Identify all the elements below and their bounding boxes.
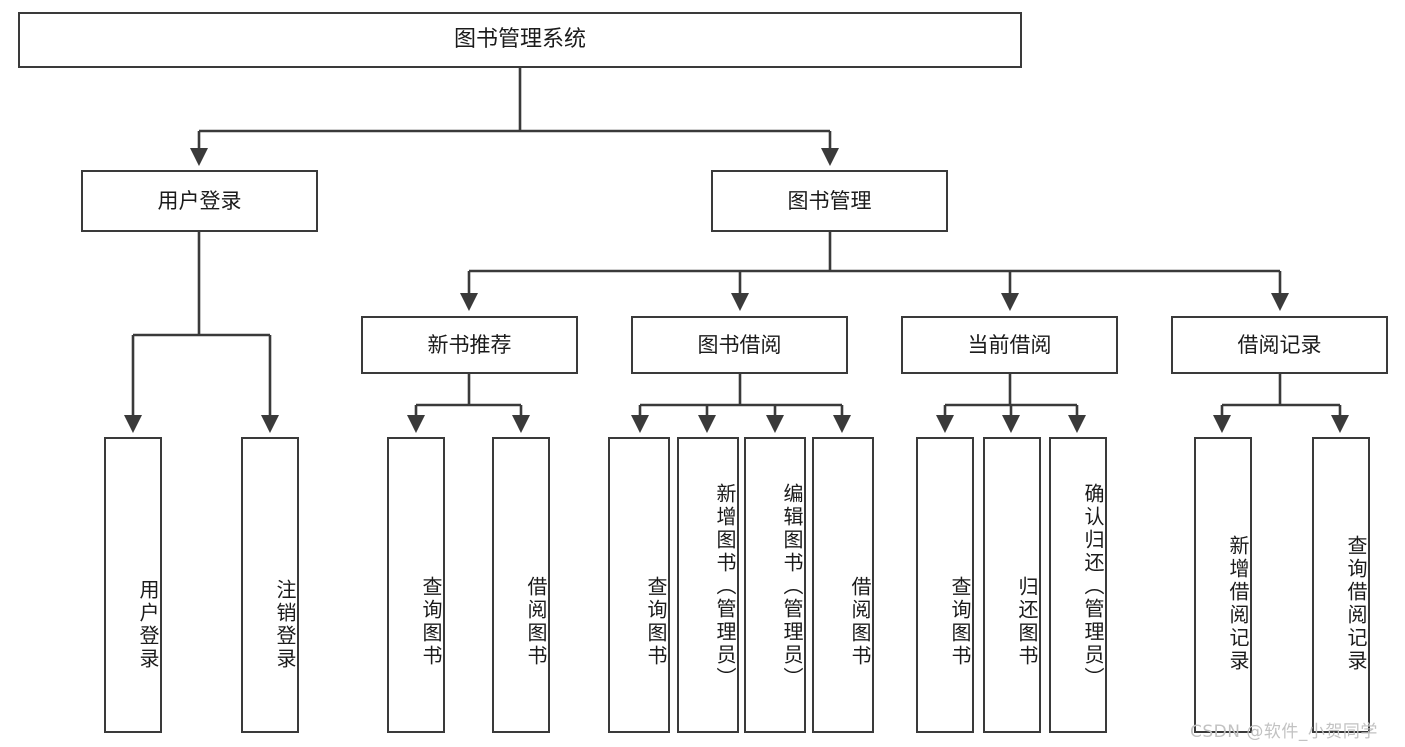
node-borrow-record[interactable]: 借阅记录 <box>1171 316 1388 374</box>
node-label: 用户登录 <box>136 579 160 671</box>
node-label: 用户登录 <box>157 188 242 213</box>
node-root-book-management-system[interactable]: 图书管理系统 <box>18 12 1022 68</box>
node-label: 图书借阅 <box>697 332 782 357</box>
node-leaf-query-book-2[interactable]: 查询图书 <box>608 437 670 733</box>
node-label: 图书管理 <box>787 188 872 213</box>
node-label: 注销登录 <box>273 579 297 671</box>
node-label: 借阅图书 <box>848 576 872 668</box>
node-leaf-borrow-book-1[interactable]: 借阅图书 <box>492 437 550 733</box>
node-leaf-logout-login[interactable]: 注销登录 <box>241 437 299 733</box>
node-label: 查询图书 <box>644 576 668 668</box>
node-label: 归还图书 <box>1015 576 1039 668</box>
node-user-login[interactable]: 用户登录 <box>81 170 318 232</box>
node-leaf-add-borrow-record[interactable]: 新增借阅记录 <box>1194 437 1252 733</box>
node-leaf-return-book[interactable]: 归还图书 <box>983 437 1041 733</box>
node-label: 借阅记录 <box>1237 332 1322 357</box>
csdn-watermark: CSDN @软件_小贺同学 <box>1190 722 1378 742</box>
node-label: 新书推荐 <box>427 332 512 357</box>
node-label: 查询图书 <box>948 576 972 668</box>
node-new-book-recommend[interactable]: 新书推荐 <box>361 316 578 374</box>
node-label: 新增借阅记录 <box>1226 535 1250 673</box>
node-leaf-user-login[interactable]: 用户登录 <box>104 437 162 733</box>
node-leaf-query-book-1[interactable]: 查询图书 <box>387 437 445 733</box>
node-leaf-confirm-return[interactable]: 确认归还（管理员） <box>1049 437 1107 733</box>
node-label: 新增图书（管理员） <box>713 482 737 690</box>
node-leaf-query-borrow-record[interactable]: 查询借阅记录 <box>1312 437 1370 733</box>
node-leaf-borrow-book-2[interactable]: 借阅图书 <box>812 437 874 733</box>
node-label: 编辑图书（管理员） <box>780 482 804 690</box>
node-book-manage[interactable]: 图书管理 <box>711 170 948 232</box>
node-leaf-edit-book[interactable]: 编辑图书（管理员） <box>744 437 806 733</box>
node-leaf-query-book-3[interactable]: 查询图书 <box>916 437 974 733</box>
node-label: 借阅图书 <box>524 576 548 668</box>
node-label: 图书管理系统 <box>453 27 586 53</box>
node-book-borrow[interactable]: 图书借阅 <box>631 316 848 374</box>
node-label: 查询图书 <box>419 576 443 668</box>
node-leaf-add-book[interactable]: 新增图书（管理员） <box>677 437 739 733</box>
node-label: 查询借阅记录 <box>1344 535 1368 673</box>
node-label: 当前借阅 <box>967 332 1052 357</box>
node-label: 确认归还（管理员） <box>1081 482 1105 690</box>
node-current-borrow[interactable]: 当前借阅 <box>901 316 1118 374</box>
